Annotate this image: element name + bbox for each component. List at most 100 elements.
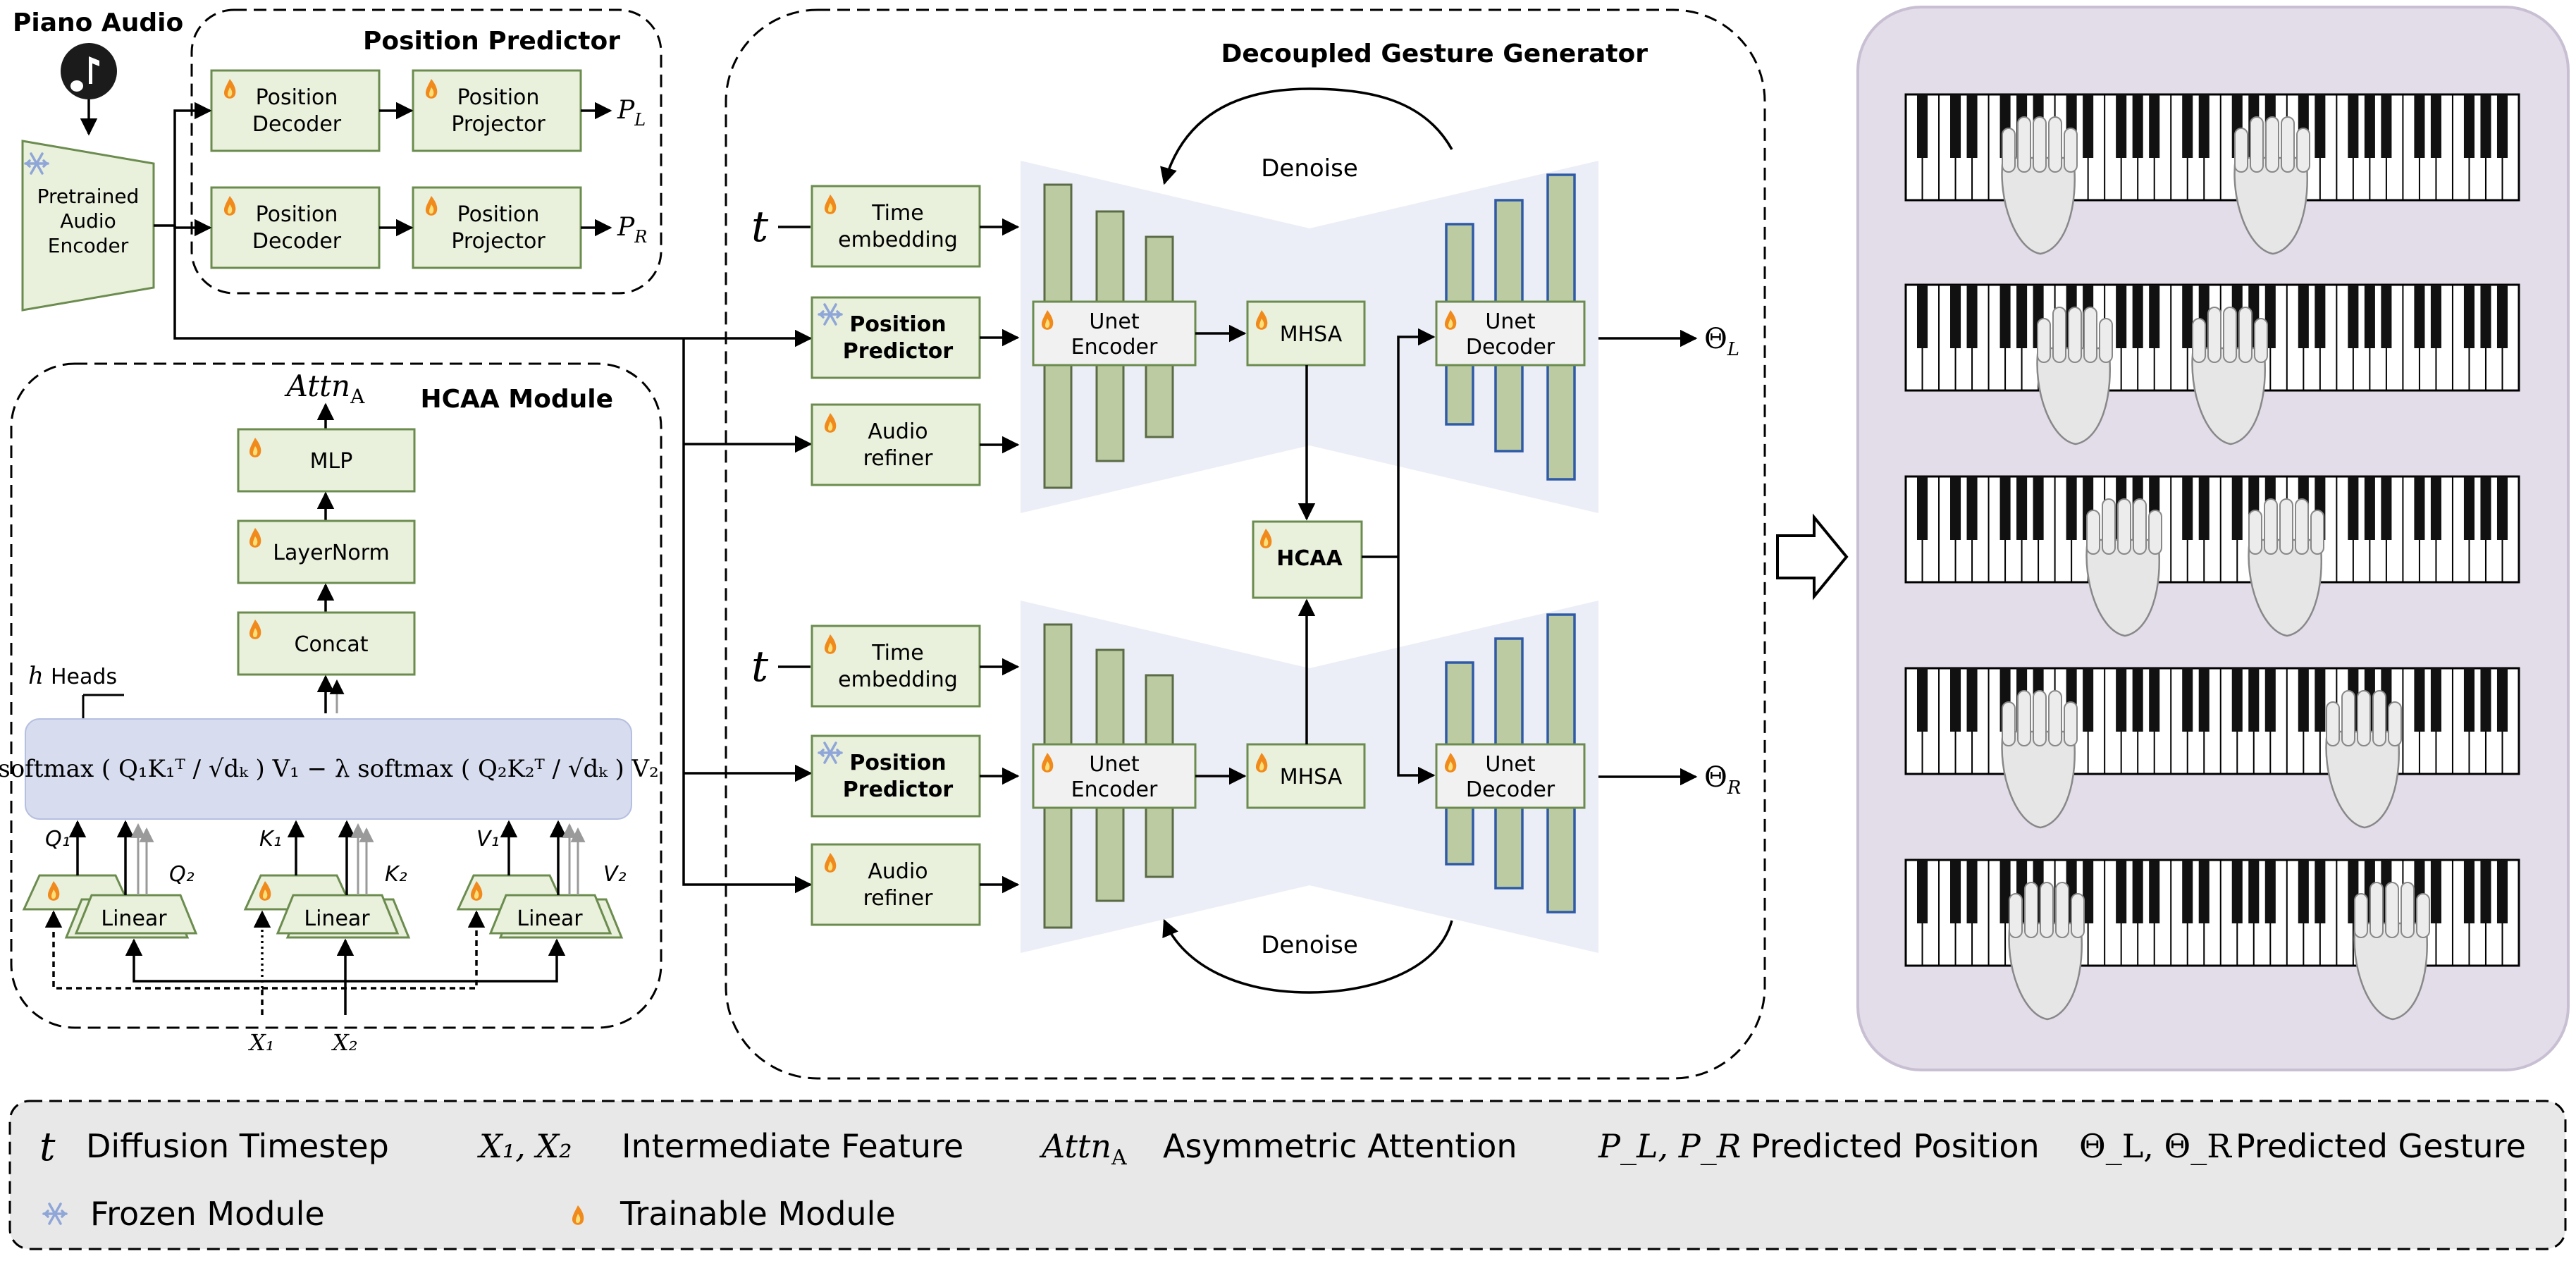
encoder-label-2: Audio <box>60 209 116 233</box>
legend-attn-desc: Asymmetric Attention <box>1163 1127 1517 1165</box>
hand-icon <box>2248 498 2324 637</box>
position-predictor-group <box>190 8 663 295</box>
attn-output-label: AttnA <box>284 369 365 408</box>
mhsa-top: MHSA <box>1246 300 1366 367</box>
concat-block: Concat <box>237 611 416 676</box>
mlp-block: MLP <box>237 428 416 493</box>
hcaa-module-group <box>10 362 663 1029</box>
v2-label: V₂ <box>603 862 627 887</box>
piano-keyboard <box>1904 93 2520 202</box>
unet-decoder-bottom: Unet Decoder <box>1435 743 1586 809</box>
encoder-label-1: Pretrained <box>37 185 140 208</box>
hand-icon <box>2001 690 2078 829</box>
svg-text:refiner: refiner <box>863 886 933 911</box>
svg-text:Projector: Projector <box>451 112 546 137</box>
svg-text:Unet: Unet <box>1089 752 1139 777</box>
hand-icon <box>2233 116 2310 255</box>
legend-p-symbol: P_L, P_R <box>1598 1127 1741 1165</box>
theta-left-output: ΘL <box>1704 323 1739 360</box>
t-label-top: t <box>751 202 769 252</box>
t-label-bottom: t <box>751 642 769 691</box>
k2-label: K₂ <box>385 862 407 887</box>
svg-text:Time: Time <box>871 641 923 665</box>
position-predictor-title: Position Predictor <box>363 27 620 56</box>
hcaa-block: HCAA <box>1252 520 1363 599</box>
x2-label: X₂ <box>331 1029 358 1056</box>
legend-x-desc: Intermediate Feature <box>622 1127 963 1165</box>
legend-attn-symbol: AttnA <box>1039 1127 1127 1170</box>
piano-keyboard <box>1904 283 2520 392</box>
legend-t-symbol: t <box>39 1124 56 1170</box>
legend-frozen-desc: Frozen Module <box>90 1195 325 1233</box>
k1-label: K₁ <box>259 827 282 851</box>
svg-text:Position: Position <box>457 85 540 110</box>
svg-text:Position: Position <box>457 202 540 227</box>
svg-text:MLP: MLP <box>310 449 353 474</box>
legend-theta-symbol: Θ_L, Θ_R <box>2079 1127 2232 1165</box>
mhsa-bottom: MHSA <box>1246 743 1366 809</box>
music-note-icon <box>61 43 117 99</box>
unet-decoder-top: Unet Decoder <box>1435 300 1586 367</box>
theta-right-output: ΘR <box>1704 761 1741 799</box>
svg-text:Time: Time <box>871 201 923 226</box>
hand-icon <box>2036 307 2113 445</box>
hand-icon <box>2085 498 2162 637</box>
svg-text:Decoder: Decoder <box>252 229 342 254</box>
layernorm-block: LayerNorm <box>237 519 416 584</box>
attention-formula: softmax ( Q₁K₁ᵀ / √dₖ ) V₁ − λ softmax (… <box>0 755 659 783</box>
svg-text:HCAA: HCAA <box>1276 546 1343 571</box>
encoder-label-3: Encoder <box>48 234 129 257</box>
piano-audio-title: Piano Audio <box>13 8 183 37</box>
position-predictor-module-bottom: Position Predictor <box>811 734 981 818</box>
svg-text:Position: Position <box>256 85 338 110</box>
svg-text:LayerNorm: LayerNorm <box>273 541 389 565</box>
svg-text:Projector: Projector <box>451 229 546 254</box>
svg-text:Decoder: Decoder <box>1466 335 1555 359</box>
pretrained-audio-encoder: Pretrained Audio Encoder <box>21 140 155 312</box>
linear-q: Linear <box>22 874 198 939</box>
svg-text:Position: Position <box>256 202 338 227</box>
svg-text:Linear: Linear <box>101 906 167 931</box>
svg-text:Unet: Unet <box>1485 752 1535 777</box>
piano-keyboard <box>1904 859 2520 967</box>
unet-encoder-top: Unet Encoder <box>1032 300 1197 367</box>
linear-v: Linear <box>456 874 624 939</box>
svg-text:Linear: Linear <box>304 906 370 931</box>
svg-text:Predictor: Predictor <box>843 339 954 364</box>
audio-refiner-top: Audio refiner <box>811 403 981 486</box>
position-decoder-bottom: Position Decoder <box>210 186 381 269</box>
hand-renders <box>2001 116 2430 1021</box>
legend-trainable-desc: Trainable Module <box>620 1195 896 1233</box>
svg-text:MHSA: MHSA <box>1280 765 1343 789</box>
svg-text:embedding: embedding <box>838 228 958 252</box>
svg-text:Audio: Audio <box>868 419 928 444</box>
denoise-loop-top <box>1160 87 1453 185</box>
hand-icon <box>2325 690 2402 829</box>
svg-text:Audio: Audio <box>868 859 928 884</box>
svg-text:Concat: Concat <box>295 632 369 657</box>
denoise-loop-bottom <box>1162 918 1453 994</box>
hand-icon <box>2001 116 2078 255</box>
hcaa-module-title: HCAA Module <box>420 385 613 414</box>
piano-keyboard <box>1904 667 2520 775</box>
legend-x-symbol: X₁, X₂ <box>477 1127 572 1165</box>
denoise-label-bottom: Denoise <box>1261 931 1358 959</box>
unet-encoder-bottom: Unet Encoder <box>1032 743 1197 809</box>
linear-k: Linear <box>243 874 411 939</box>
audio-refiner-bottom: Audio refiner <box>811 843 981 926</box>
svg-text:Predictor: Predictor <box>843 777 954 802</box>
legend <box>8 1100 2567 1250</box>
generator-title: Decoupled Gesture Generator <box>1221 39 1648 68</box>
q1-label: Q₁ <box>45 827 70 851</box>
time-embedding-bottom: Time embedding <box>811 625 981 708</box>
position-predictor-module-top: Position Predictor <box>811 296 981 379</box>
svg-text:Encoder: Encoder <box>1071 777 1158 802</box>
piano-keyboard <box>1904 475 2520 584</box>
output-p-left: PL <box>617 96 646 130</box>
right-arrow-icon <box>1776 513 1849 601</box>
position-projector-bottom: Position Projector <box>412 186 582 269</box>
hand-icon <box>2008 882 2085 1021</box>
heads-label: Heads <box>51 665 117 689</box>
